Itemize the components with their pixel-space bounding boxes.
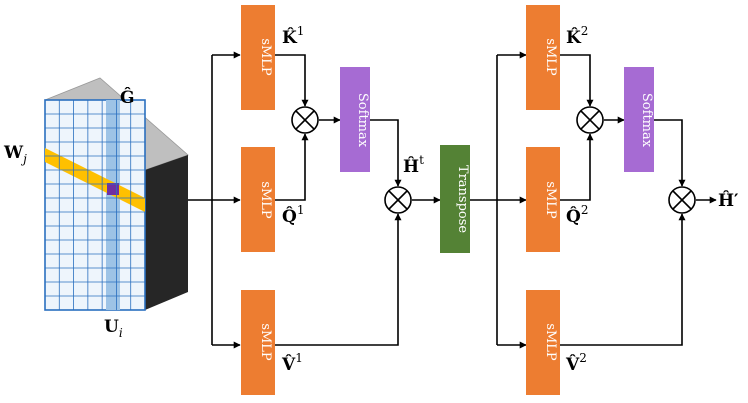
tensor-bottom-label: Ui [104,317,123,340]
stage2-smlp-k: sMLP [526,5,560,110]
stage1-wires [188,51,441,349]
svg-text:sMLP: sMLP [258,38,273,76]
stage1-k-label: K̂1 [282,24,304,48]
highlight-row [45,148,145,212]
highlight-column [106,100,120,310]
stage2-softmax: Softmax [624,67,654,172]
stage1-softmax: Softmax [340,67,370,172]
stage2-smlp-v: sMLP [526,290,560,395]
grid-lines [45,100,145,310]
stage1-v-label: V̂1 [281,351,303,375]
stage1-q-label: Q̂1 [282,203,304,227]
output-label: Ĥ′ [718,190,739,211]
cube-front-face [44,99,146,311]
svg-text:sMLP: sMLP [258,323,273,361]
svg-text:sMLP: sMLP [543,323,558,361]
cube-side-face [145,155,188,310]
stage1-smlp-q: sMLP [241,147,275,252]
stage2-multiply-1 [576,106,604,134]
stage2-wires [470,51,717,349]
highlight-cell [107,183,119,195]
svg-text:Softmax: Softmax [639,93,654,148]
stage2-v-label: V̂2 [565,351,587,375]
svg-text:Transpose: Transpose [455,165,470,233]
transpose-block: Transpose [440,145,470,253]
stage2-smlp-q: sMLP [526,147,560,252]
svg-text:Softmax: Softmax [355,93,370,148]
svg-text:sMLP: sMLP [543,38,558,76]
tensor-top-label: Ĝ [120,87,135,108]
stage2-k-label: K̂2 [566,24,588,48]
svg-text:sMLP: sMLP [543,181,558,219]
stage1-multiply-1 [291,106,319,134]
stage1-smlp-v: sMLP [241,290,275,395]
svg-text:sMLP: sMLP [258,181,273,219]
stage1-h-label: Ĥt [403,153,424,177]
stage2-q-label: Q̂2 [566,203,588,227]
stage2-multiply-2 [668,186,696,214]
stage1-smlp-k: sMLP [241,5,275,110]
tensor-left-label: Wj [3,143,27,166]
tensor-cube: Ĝ Wj Ui [3,77,189,340]
stage1-multiply-2 [384,186,412,214]
